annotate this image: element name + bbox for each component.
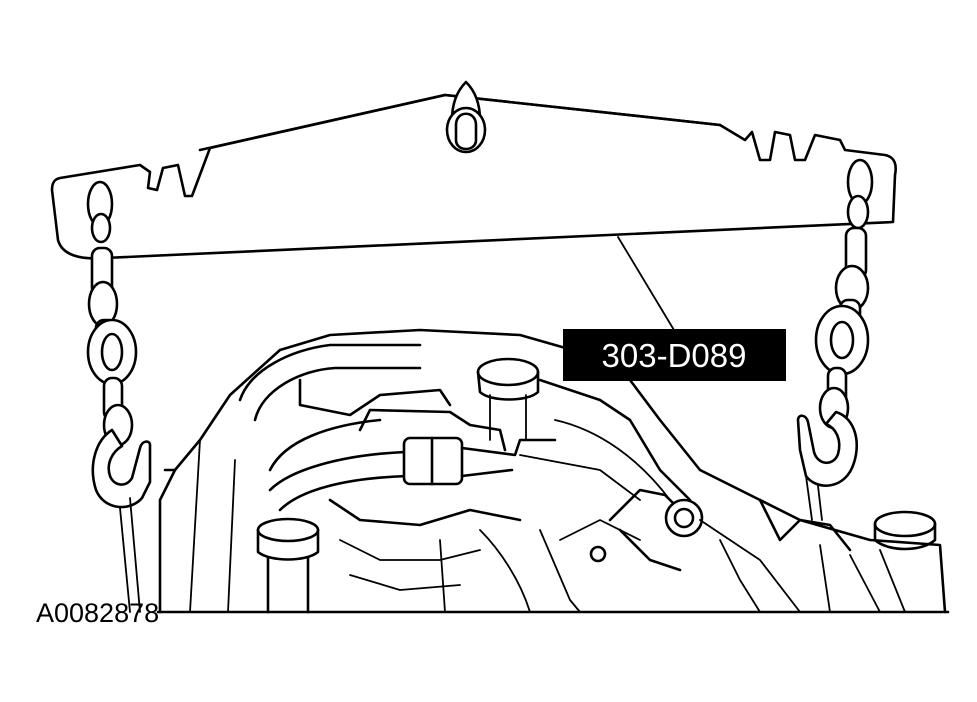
tool-number-label-box: [563, 329, 786, 381]
engine-icon: [156, 328, 950, 614]
chain-icon: [814, 158, 874, 412]
hook-icon: [91, 403, 152, 613]
tool-number-label: 303-D089: [602, 337, 747, 374]
figure-id: A0082878: [36, 598, 160, 628]
callout-leader-line: [617, 236, 681, 341]
lifting-bracket-icon: [50, 80, 897, 260]
hook-icon: [796, 386, 859, 521]
tool-number-callout: 303-D089: [563, 329, 786, 381]
chain-icon: [86, 180, 138, 422]
